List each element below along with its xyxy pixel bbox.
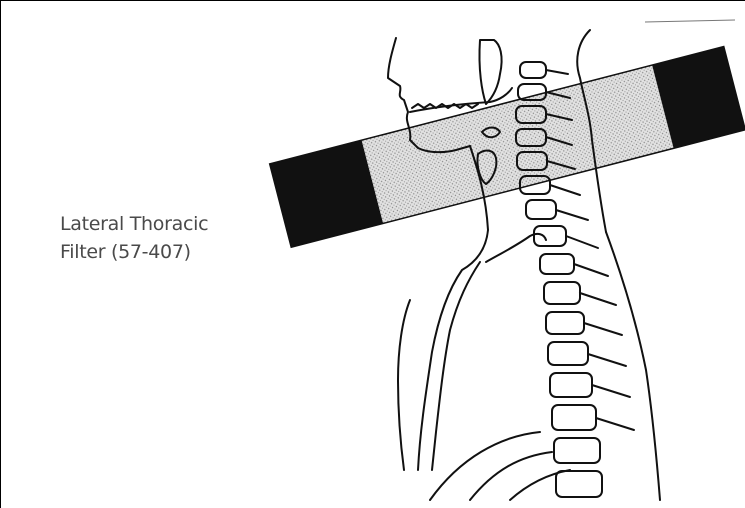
clavicle: [486, 234, 546, 262]
skull-base: [479, 40, 501, 104]
filter-label-line-1: Lateral Thoracic: [60, 210, 260, 238]
back-contour: [606, 232, 660, 500]
trachea: [432, 262, 480, 470]
rib-arc-2: [470, 452, 552, 500]
filter-label-line-2: Filter (57-407): [60, 238, 260, 266]
sternum: [398, 300, 410, 470]
rib-arc-3: [510, 470, 570, 500]
top-right-rule: [645, 20, 735, 22]
filter-band: [270, 47, 745, 248]
filter-label: Lateral Thoracic Filter (57-407): [60, 210, 260, 266]
teeth: [412, 104, 478, 108]
